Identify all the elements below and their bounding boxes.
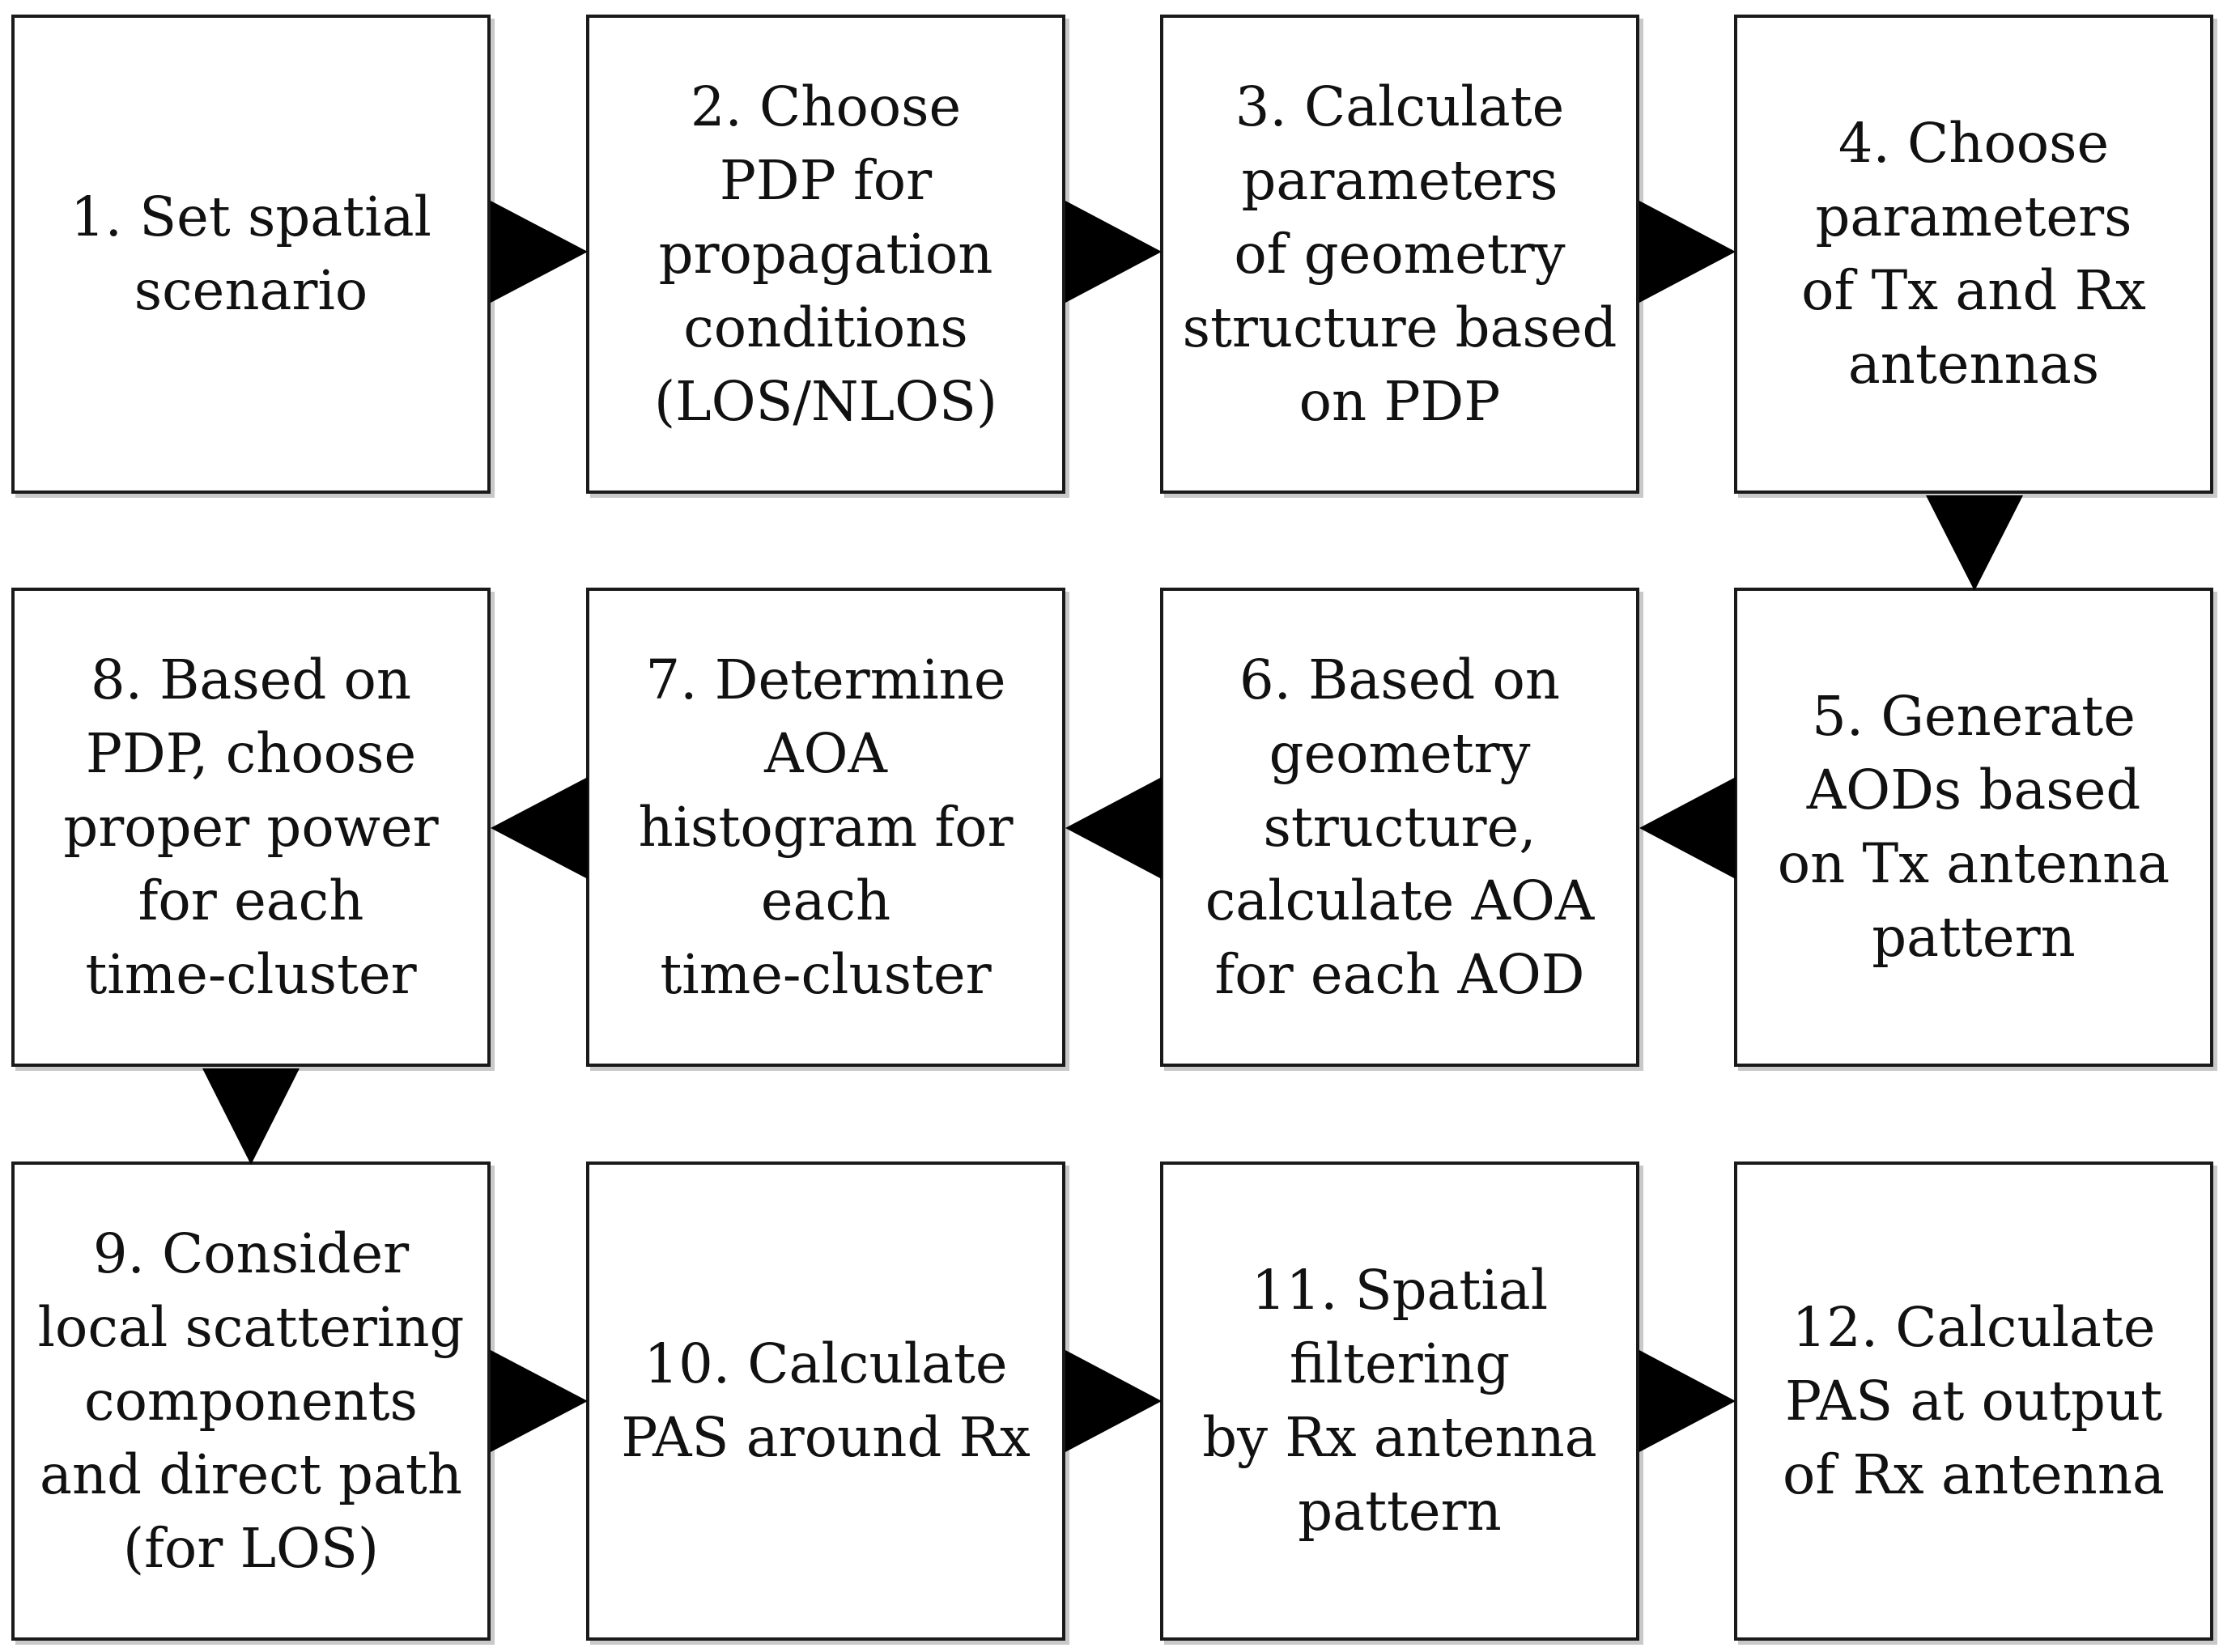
- step-4-box: 4. Choose parameters of Tx and Rx antenn…: [1734, 15, 2213, 494]
- arrow-8-to-9: [202, 1068, 300, 1165]
- arrow-4-to-5: [1926, 495, 2023, 591]
- step-11-box: 11. Spatial filtering by Rx antenna patt…: [1160, 1161, 1639, 1641]
- step-6-text-line-4: calculate AOA: [1205, 868, 1595, 932]
- step-4-text-line-1: 4. Choose: [1838, 112, 2110, 175]
- step-11-text-line-3: by Rx antenna: [1202, 1406, 1597, 1469]
- step-9-text-line-2: local scattering: [37, 1295, 465, 1359]
- step-7-box: 7. Determine AOA histogram for each time…: [586, 588, 1065, 1067]
- step-12-text-line-3: of Rx antenna: [1783, 1442, 2165, 1506]
- step-7-text-line-1: 7. Determine: [645, 648, 1006, 711]
- step-8-text-line-2: PDP, choose: [85, 721, 417, 785]
- step-11-text-line-2: filtering: [1289, 1332, 1511, 1395]
- step-5-text-line-4: pattern: [1872, 906, 2076, 969]
- step-9-text-line-4: and direct path: [40, 1442, 462, 1506]
- step-6-box: 6. Based on geometry structure, calculat…: [1160, 588, 1639, 1067]
- step-4-text-line-2: parameters: [1815, 185, 2132, 248]
- step-6-text-line-3: structure,: [1263, 795, 1537, 859]
- step-1-text-line-2: scenario: [134, 259, 368, 322]
- step-8-box: 8. Based on PDP, choose proper power for…: [11, 588, 491, 1067]
- step-3-text-line-4: structure based: [1182, 295, 1617, 359]
- step-8-text-line-5: time-cluster: [85, 942, 417, 1006]
- step-2-box: 2. Choose PDP for propagation conditions…: [586, 15, 1065, 494]
- step-8-text-line-4: for each: [138, 868, 364, 932]
- step-9-box: 9. Consider local scattering components …: [11, 1161, 491, 1641]
- arrow-11-to-12: [1639, 1350, 1736, 1452]
- step-10-text-line-1: 10. Calculate: [644, 1332, 1008, 1395]
- step-7-text-line-4: each: [760, 868, 891, 932]
- arrow-7-to-8: [491, 777, 588, 879]
- arrow-9-to-10: [491, 1350, 588, 1452]
- step-7-text-line-3: histogram for: [638, 795, 1014, 859]
- step-1-text-line-1: 1. Set spatial: [70, 185, 431, 248]
- step-8-text-line-1: 8. Based on: [90, 648, 412, 711]
- step-2-text-line-2: PDP for: [719, 148, 933, 212]
- step-2-text-line-3: propagation: [658, 222, 993, 286]
- arrow-3-to-4: [1639, 201, 1736, 303]
- step-2-text-line-5: (LOS/NLOS): [653, 369, 998, 433]
- step-3-box: 3. Calculate parameters of geometry stru…: [1160, 15, 1639, 494]
- arrow-6-to-7: [1065, 777, 1162, 879]
- step-3-text-line-3: of geometry: [1234, 222, 1566, 286]
- step-3-text-line-5: on PDP: [1299, 369, 1501, 433]
- step-6-text-line-2: geometry: [1269, 721, 1531, 785]
- step-4-text-line-4: antennas: [1847, 333, 2100, 396]
- arrow-10-to-11: [1065, 1350, 1162, 1452]
- step-5-text-line-1: 5. Generate: [1812, 685, 2136, 748]
- step-5-box: 5. Generate AODs based on Tx antenna pat…: [1734, 588, 2213, 1067]
- step-4-text-line-3: of Tx and Rx: [1801, 259, 2146, 322]
- step-10-box: 10. Calculate PAS around Rx: [586, 1161, 1065, 1641]
- arrow-5-to-6: [1639, 777, 1736, 879]
- arrow-2-to-3: [1065, 201, 1162, 303]
- step-3-text-line-2: parameters: [1241, 148, 1558, 212]
- step-3-text-line-1: 3. Calculate: [1235, 74, 1565, 138]
- step-12-text-line-1: 12. Calculate: [1792, 1295, 2156, 1359]
- step-1-box: 1. Set spatial scenario: [11, 15, 491, 494]
- step-9-text-line-1: 9. Consider: [92, 1221, 410, 1285]
- step-7-text-line-2: AOA: [764, 721, 887, 785]
- step-8-text-line-3: proper power: [63, 795, 439, 859]
- step-11-text-line-4: pattern: [1298, 1480, 1502, 1543]
- step-10-text-line-2: PAS around Rx: [621, 1406, 1031, 1469]
- step-2-text-line-4: conditions: [683, 295, 968, 359]
- arrow-1-to-2: [491, 201, 588, 303]
- step-11-text-line-1: 11. Spatial: [1251, 1259, 1549, 1322]
- step-12-text-line-2: PAS at output: [1784, 1369, 2163, 1433]
- step-7-text-line-5: time-cluster: [660, 942, 992, 1006]
- step-9-text-line-5: (for LOS): [122, 1516, 380, 1580]
- step-12-box: 12. Calculate PAS at output of Rx antenn…: [1734, 1161, 2213, 1641]
- step-5-text-line-2: AODs based: [1806, 758, 2141, 822]
- step-6-text-line-5: for each AOD: [1214, 942, 1585, 1006]
- step-9-text-line-3: components: [84, 1369, 418, 1433]
- step-2-text-line-1: 2. Choose: [690, 74, 962, 138]
- step-5-text-line-3: on Tx antenna: [1777, 832, 2170, 895]
- step-6-text-line-1: 6. Based on: [1239, 648, 1561, 711]
